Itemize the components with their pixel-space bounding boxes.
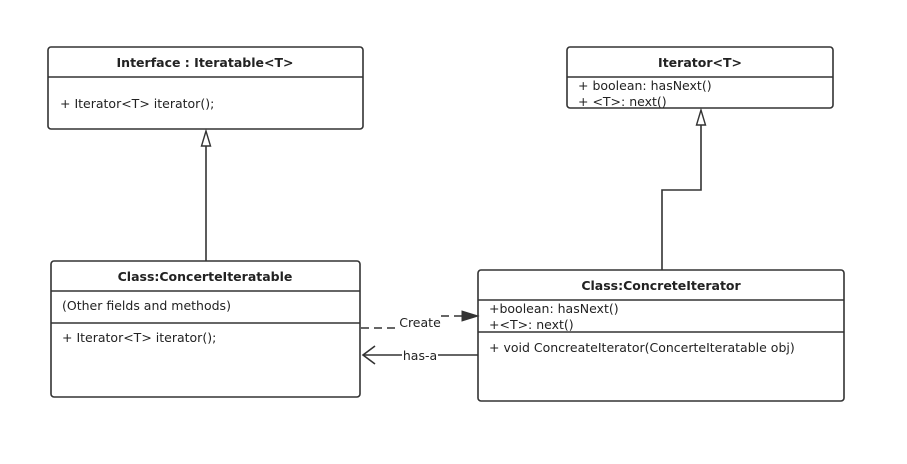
hollow-triangle-arrow-icon xyxy=(695,107,707,126)
class-field: +<T>: next() xyxy=(489,317,574,332)
association-has-a[interactable]: has-a xyxy=(361,345,478,365)
class-method: + Iterator<T> iterator(); xyxy=(62,330,216,345)
class-title: Class:ConcreteIterator xyxy=(581,278,741,293)
class-title: Iterator<T> xyxy=(658,55,742,70)
class-method: + <T>: next() xyxy=(578,94,667,109)
class-concrete-iterator[interactable]: Class:ConcreteIterator +boolean: hasNext… xyxy=(477,269,845,402)
realization-iteratable[interactable] xyxy=(200,128,212,261)
class-box xyxy=(477,269,845,402)
class-box xyxy=(47,46,364,130)
class-method: + boolean: hasNext() xyxy=(578,78,712,93)
class-iterator-interface[interactable]: Iterator<T> + boolean: hasNext() + <T>: … xyxy=(566,46,834,109)
class-concrete-iteratable[interactable]: Class:ConcerteIteratable (Other fields a… xyxy=(50,260,361,398)
class-method: + Iterator<T> iterator(); xyxy=(60,96,214,111)
class-field: (Other fields and methods) xyxy=(62,298,231,313)
realization-line xyxy=(661,125,702,270)
realization-iterator[interactable] xyxy=(661,107,707,270)
open-arrow-icon xyxy=(361,345,376,365)
class-iteratable-interface[interactable]: Interface : Iteratable<T> + Iterator<T> … xyxy=(47,46,364,130)
class-title: Interface : Iteratable<T> xyxy=(117,55,294,70)
create-label: Create xyxy=(399,315,441,330)
dependency-create[interactable]: Create xyxy=(361,310,480,330)
has-a-label: has-a xyxy=(403,348,437,363)
hollow-triangle-arrow-icon xyxy=(200,128,212,147)
filled-arrow-icon xyxy=(461,310,480,322)
class-field: +boolean: hasNext() xyxy=(489,301,619,316)
class-method: + void ConcreateIterator(ConcerteIterata… xyxy=(489,340,795,355)
class-title: Class:ConcerteIteratable xyxy=(118,269,293,284)
